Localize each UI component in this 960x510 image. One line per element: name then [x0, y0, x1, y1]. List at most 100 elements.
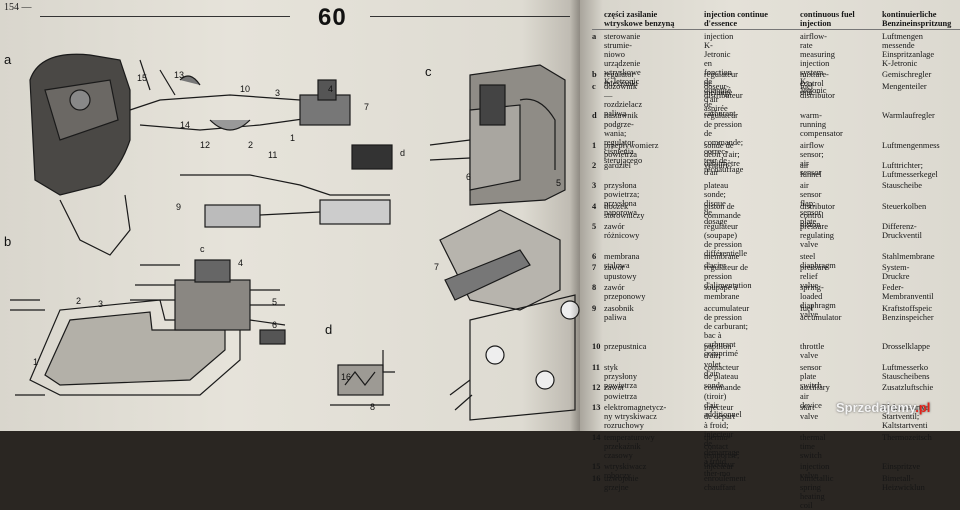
glossary-cell-num: 4: [592, 201, 597, 211]
glossary-cell-num: 11: [592, 362, 600, 372]
callout: 8: [370, 402, 376, 412]
technical-diagrams: [10, 53, 580, 421]
glossary-cell-fr: enroulement chauffant: [704, 473, 746, 492]
glossary-cell-en: air sensor flap; sensor plate: [800, 181, 822, 227]
right-page: [580, 0, 960, 431]
glossary-cell-fr: membrane d'acier: [704, 251, 740, 270]
glossary-cell-num: c: [592, 81, 596, 91]
callout: 2: [248, 140, 254, 150]
glossary-cell-num: 5: [592, 222, 597, 232]
glossary-cell-en: pressure relief valve: [800, 263, 828, 290]
glossary-cell-de: Einspritzve: [882, 462, 921, 472]
glossary-cell-en: airflow sensor; air sensor: [800, 140, 825, 177]
glossary-cell-en: airflow-rate measuring injection system …: [800, 32, 835, 95]
glossary-cell-num: 13: [592, 403, 601, 413]
callout: 14: [180, 120, 191, 130]
glossary-cell-de: Steuerkolben: [882, 201, 927, 211]
glossary-cell-pl: zawór różnicowy: [604, 222, 640, 241]
glossary-cell-num: 8: [592, 283, 597, 293]
glossary-cell-de: Bimetall- Heizwicklun: [882, 473, 925, 492]
glossary-cell-en: distributor control piston: [800, 201, 835, 229]
figure-label-a: a: [4, 52, 12, 67]
glossary-cell-pl: dozownik — rozdzielacz paliwa: [604, 81, 643, 118]
callout: 7: [434, 262, 440, 272]
glossary-cell-pl: nastawnik podgrze- wania; regulator ciśn…: [604, 111, 643, 166]
header-french: injection continue d'essence: [704, 10, 768, 28]
glossary-cell-pl: zawór upustowy: [604, 263, 637, 281]
glossary-cell-fr: régulateur (soupape) de pression différe…: [704, 222, 748, 259]
glossary-cell-en: steel diaphragm: [800, 251, 836, 270]
figure-label-c: c: [425, 64, 432, 79]
watermark-suffix: .pl: [915, 400, 931, 415]
glossary-cell-de: Differenz- Druckventil: [882, 222, 923, 241]
glossary-cell-en: auxiliary air device: [800, 383, 830, 410]
glossary-cell-num: 3: [592, 181, 597, 191]
page-number: 154 —: [4, 2, 32, 13]
glossary-cell-pl: gardziel: [604, 161, 631, 170]
glossary-cell-num: 12: [592, 383, 601, 392]
glossary-cell-pl: membrana stalowa: [604, 251, 640, 270]
glossary-cell-num: 6: [592, 251, 597, 261]
callout: 11: [268, 150, 278, 160]
glossary-cell-num: 9: [592, 303, 597, 313]
glossary-cell-en: sensor plate switch: [800, 362, 822, 390]
glossary-cell-pl: sterowanie strumie- niowo urządzenie wtr…: [604, 32, 641, 86]
glossary-cell-pl: przepływomierz powietrza: [604, 140, 659, 159]
glossary-cell-fr: injection K-Jetronic en fonction de quan…: [704, 32, 734, 113]
glossary-cell-fr: accumulateur de pression de carburant; b…: [704, 303, 750, 358]
header-english: continuous fuel injection: [800, 10, 855, 28]
callout: 3: [98, 299, 104, 309]
glossary-cell-de: Luftmengenmess: [882, 140, 940, 150]
watermark-logo: Sprzedajemy.pl: [836, 400, 930, 415]
glossary-cell-de: Elektrostartve Startventil; Kaltstartven…: [882, 403, 929, 431]
callout: 9: [176, 202, 182, 212]
glossary-cell-de: Mengenteiler: [882, 81, 927, 91]
glossary-cell-de: Stahlmembrane: [882, 251, 935, 261]
left-page: 154 — 60: [0, 0, 580, 431]
glossary-cell-de: Zusatzluftschie: [882, 383, 934, 392]
glossary-cell-de: Feder- Membranventil: [882, 283, 934, 302]
glossary-cell-en: air funnel: [800, 161, 822, 179]
glossary-cell-de: System-Druckre: [882, 263, 910, 281]
glossary-cell-num: d: [592, 111, 597, 121]
glossary-cell-fr: injecteur: [704, 462, 734, 472]
callout: 1: [290, 133, 296, 143]
glossary-cell-fr: régulateur de mélange: [704, 70, 738, 98]
glossary-cell-num: 14: [592, 432, 601, 442]
callout: c: [200, 244, 205, 254]
glossary-cell-pl: przysłona powietrza; przysłona naporowa: [604, 181, 640, 218]
glossary-cell-de: Warmlaufregler: [882, 111, 935, 121]
callout: 5: [556, 178, 562, 188]
callout: 7: [364, 102, 370, 112]
glossary-cell-pl: zasobnik paliwa: [604, 303, 634, 322]
glossary-cell-pl: tłoczek sterowniczy: [604, 201, 645, 220]
glossary-cell-num: 7: [592, 263, 597, 272]
callout: 10: [240, 84, 251, 94]
glossary-cell-pl: styk przysłony powietrza: [604, 362, 638, 390]
glossary-cell-pl: elektromagnetycz- ny wtryskiwacz rozruch…: [604, 403, 667, 431]
glossary-cell-num: 1: [592, 140, 597, 150]
glossary-cell-pl: temperaturowy przekaźnik czasowy: [604, 432, 655, 460]
callout: d: [400, 148, 406, 158]
glossary-cell-fr: sonde de débit d'air; débitmètre d'air: [704, 140, 740, 177]
glossary-cell-pl: regulator mieszanki: [604, 70, 638, 89]
glossary-cell-fr: piston de commande: [704, 201, 741, 220]
glossary-cell-fr: soupape à membrane: [704, 283, 740, 302]
glossary-cell-fr: régulateur de pression de commande; corr…: [704, 111, 744, 175]
glossary-cell-en: bimetallic spring heating coil: [800, 473, 834, 510]
glossary-cell-en: throttle valve: [800, 342, 825, 361]
figure-label-d: d: [325, 322, 333, 337]
glossary-cell-num: 16: [592, 473, 601, 483]
callout: 13: [174, 70, 185, 80]
glossary-cell-pl: przepustnica: [604, 342, 647, 352]
glossary-cell-de: Luftmesserko Stauscheibens: [882, 362, 930, 381]
glossary-cell-en: spring-loaded diaphragm valve: [800, 283, 836, 320]
glossary-cell-en: thermal time switch: [800, 432, 826, 460]
glossary-cell-num: 15: [592, 462, 601, 472]
glossary-cell-fr: régulateur de pression d'alimentation: [704, 263, 752, 290]
callout: 4: [328, 84, 334, 94]
glossary-cell-fr: plateau sonde; disque de dosage: [704, 181, 729, 227]
callout: 4: [238, 258, 244, 268]
glossary-cell-fr: contacteur de plateau sonde: [704, 362, 739, 390]
diagram-a-engine: [29, 53, 393, 256]
